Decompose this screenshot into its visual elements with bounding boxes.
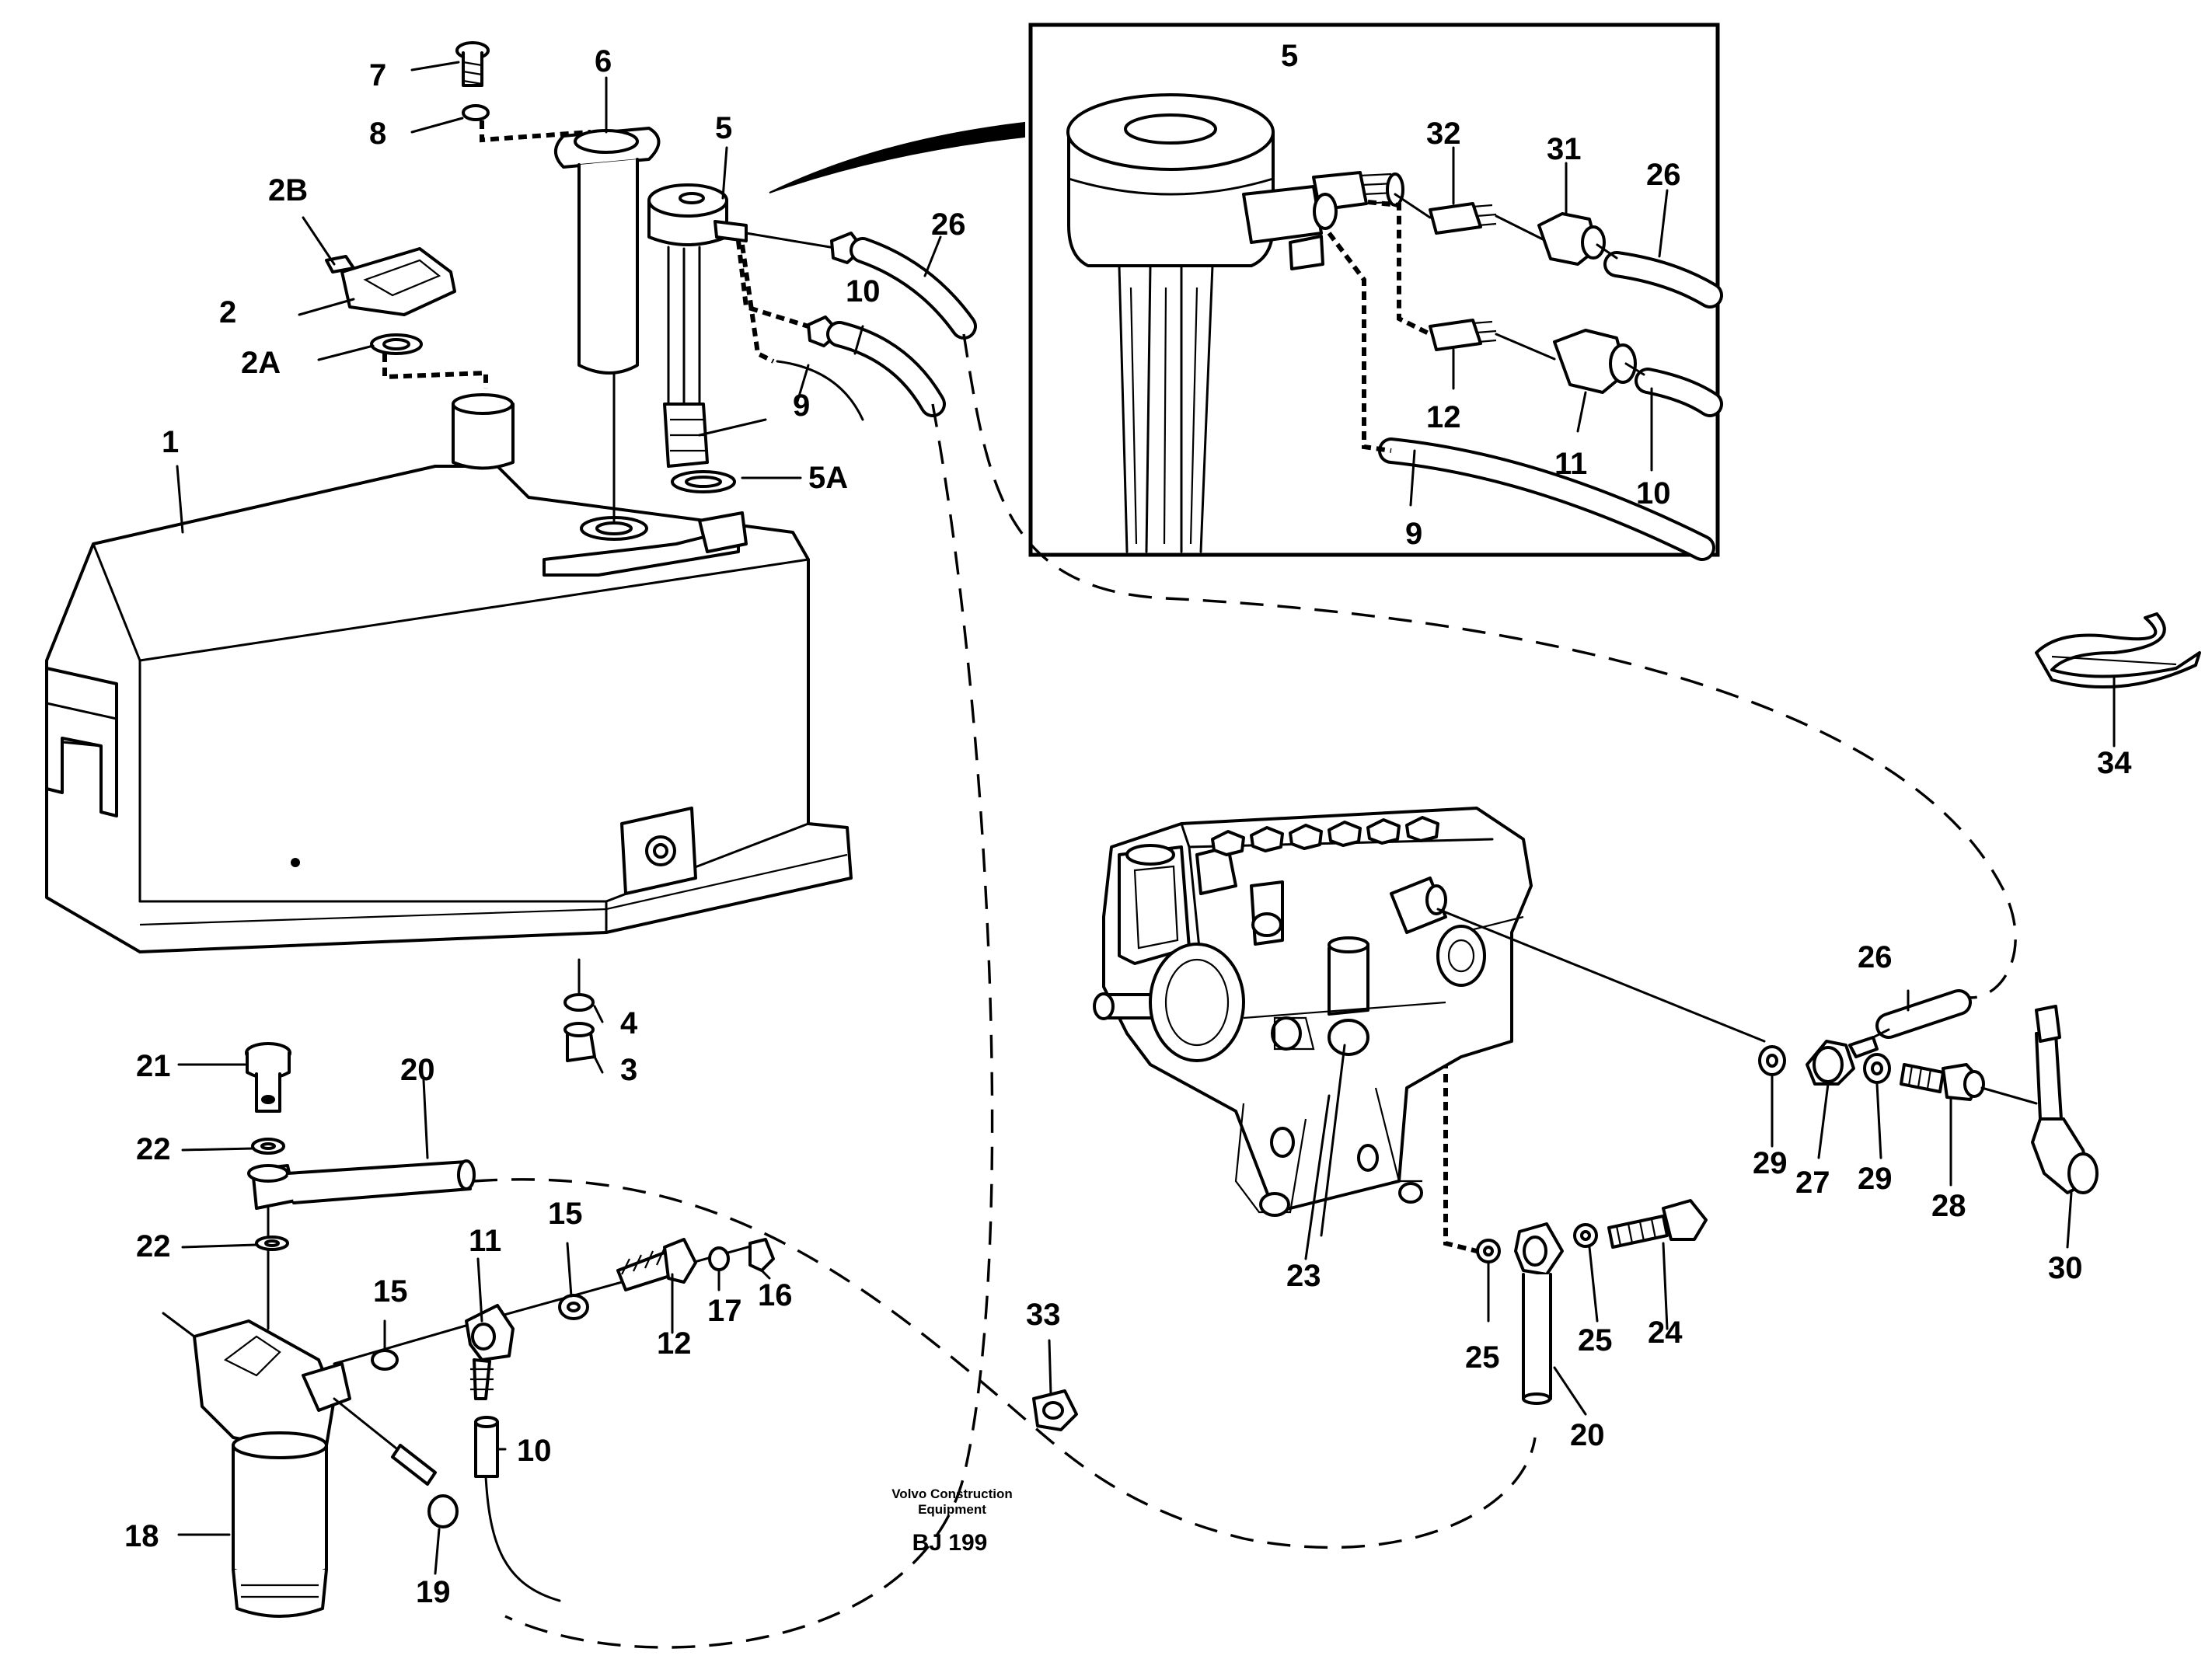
- bleed-screw-19: [333, 1397, 459, 1528]
- label-part-23: 23: [1286, 1259, 1321, 1293]
- level-sender-6: [554, 127, 661, 522]
- detail-label-11: 11: [1554, 447, 1587, 481]
- label-part-1: 1: [162, 425, 179, 459]
- label-part-9: 9: [793, 389, 810, 423]
- fuel-filter-18: [162, 1312, 351, 1618]
- label-part-2a: 2A: [241, 346, 281, 380]
- fuel-tank: [45, 393, 853, 953]
- label-part-15a: 15: [373, 1274, 408, 1309]
- label-part-13: 11: [469, 1224, 501, 1258]
- label-part-8: 8: [369, 117, 386, 151]
- label-part-5: 5: [715, 111, 732, 145]
- label-part-25b: 25: [1578, 1323, 1613, 1358]
- label-part-21: 21: [136, 1049, 171, 1083]
- label-part-10: 10: [846, 274, 881, 308]
- label-part-18: 18: [124, 1519, 159, 1553]
- label-part-22b: 22: [136, 1229, 171, 1263]
- suction-pipe-5: [647, 183, 977, 493]
- part-labels: 1 2 2A 2B 3 4 5 5A 6 7 8 9 10 26 21 22 2…: [124, 44, 2132, 1609]
- label-part-2: 2: [219, 295, 236, 329]
- label-part-4: 4: [620, 1006, 638, 1040]
- banjo-fitting-27-28-29-30: [1758, 989, 2099, 1194]
- label-part-19: 19: [416, 1575, 451, 1609]
- drawing-code: BJ 199: [912, 1530, 988, 1556]
- label-part-10b: 10: [517, 1434, 552, 1468]
- label-part-26b: 26: [1858, 940, 1893, 974]
- detail-label-10: 10: [1636, 476, 1671, 511]
- cable-tie-34: [2035, 612, 2201, 689]
- label-part-17: 17: [707, 1294, 742, 1328]
- brand-line-2: Equipment: [918, 1502, 986, 1517]
- banjo-fitting-20-21-22: [245, 1042, 476, 1330]
- brand-line-1: Volvo Construction: [891, 1486, 1013, 1501]
- label-part-6: 6: [595, 44, 612, 78]
- label-part-28: 28: [1931, 1189, 1966, 1223]
- label-part-24: 24: [1648, 1316, 1683, 1350]
- injection-pump: [1093, 807, 1766, 1217]
- label-part-26: 26: [931, 207, 966, 242]
- filler-cap: [325, 247, 488, 389]
- label-part-25a: 25: [1465, 1340, 1500, 1375]
- label-part-15b: 15: [548, 1197, 583, 1231]
- label-part-29a: 29: [1753, 1146, 1788, 1180]
- banjo-fitting-13-14-15: [333, 1238, 775, 1602]
- detail-label-31: 31: [1547, 132, 1582, 166]
- label-part-7: 7: [369, 58, 386, 92]
- label-part-27: 27: [1795, 1166, 1830, 1200]
- label-part-3: 3: [620, 1053, 637, 1087]
- detail-label-9: 9: [1405, 517, 1422, 551]
- fuel-line-routes: [473, 333, 2017, 1649]
- label-part-29b: 29: [1858, 1162, 1893, 1196]
- detail-label-5: 5: [1281, 39, 1298, 73]
- label-part-30: 30: [2048, 1251, 2083, 1285]
- diagram-footer: Volvo Construction Equipment BJ 199: [891, 1486, 1013, 1556]
- drain-plug-3-4: [563, 958, 596, 1062]
- label-part-20b: 20: [1570, 1418, 1605, 1452]
- detail-label-12: 12: [1426, 400, 1461, 434]
- detail-label-26: 26: [1646, 158, 1681, 192]
- hose-clip-33: [1032, 1389, 1078, 1431]
- banjo-fitting-23-24-25: [1320, 1044, 1708, 1405]
- label-part-20a: 20: [400, 1053, 435, 1087]
- screw-and-washer-7-8: [455, 41, 591, 143]
- label-part-33: 33: [1026, 1298, 1061, 1332]
- leader-lines: [176, 61, 2116, 1575]
- label-part-34: 34: [2097, 746, 2132, 780]
- detail-inset: [769, 23, 1723, 561]
- label-part-14: 12: [657, 1326, 692, 1361]
- label-part-16: 16: [758, 1278, 793, 1312]
- label-part-2b: 2B: [268, 173, 308, 207]
- label-part-5a: 5A: [808, 461, 848, 495]
- label-part-22a: 22: [136, 1132, 171, 1166]
- detail-labels: 5 32 31 26 12 11 10 9: [1281, 39, 1681, 551]
- detail-label-32: 32: [1426, 117, 1461, 151]
